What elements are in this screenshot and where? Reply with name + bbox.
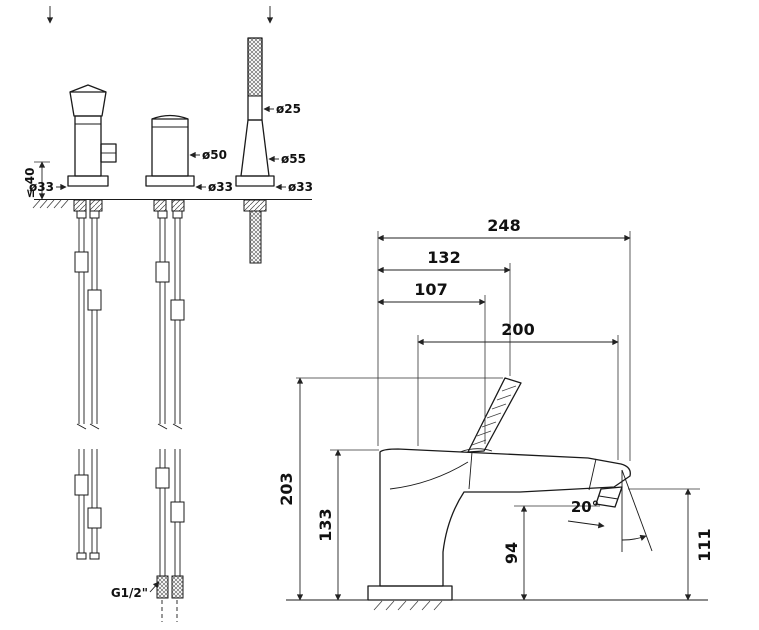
front-view: ≤ 40 (23, 6, 313, 622)
deck-thickness-label: ≤ 40 (23, 168, 37, 199)
dim-handle-reach: 132 (427, 248, 460, 267)
dim-tip-height: 111 (695, 528, 714, 561)
valve-base-dia-label: ø33 (29, 180, 54, 194)
deck-thickness-dimension: ≤ 40 (23, 161, 50, 200)
valve-fixture (67, 84, 117, 560)
handshower-dia-label: ø25 (276, 102, 301, 116)
faucet-handle (459, 377, 522, 453)
faucet-base (367, 585, 453, 601)
dim-total-height: 203 (277, 472, 296, 505)
dim-body-height: 133 (316, 508, 335, 541)
front-view-labels: ø33 ø33 ø33 ø50 ø25 ø55 (29, 102, 313, 194)
spout-angle-dimension: 20° (567, 469, 653, 552)
faucet-body (367, 448, 631, 601)
extension-lines (296, 231, 700, 507)
spout-supply-pipes (155, 210, 185, 622)
valve-supply-pipes (74, 210, 102, 560)
spout-fixture: G1/2" (111, 114, 195, 622)
handshower-base-dia-label: ø33 (288, 180, 313, 194)
spout-outlet (595, 486, 623, 508)
vertical-dimensions: 203 133 94 111 (277, 377, 714, 601)
thread-size-label: G1/2" (111, 586, 148, 600)
dim-spout-reach: 200 (501, 320, 534, 339)
handshower-holder-dia-label: ø55 (281, 152, 306, 166)
thread-leader-line (149, 581, 160, 593)
handshower-fixture (235, 37, 275, 264)
deck-hatch (373, 600, 443, 611)
spout-body-dia-label: ø50 (202, 148, 227, 162)
side-view: 248 132 107 200 203 133 94 111 20° (277, 216, 714, 611)
dim-handle-base-reach: 107 (414, 280, 447, 299)
spout-base-dia-label: ø33 (208, 180, 233, 194)
horizontal-dimensions: 248 132 107 200 (377, 216, 631, 346)
shower-hose (249, 210, 262, 264)
dim-spout-angle: 20° (571, 498, 599, 516)
dim-total-depth: 248 (487, 216, 520, 235)
deck-hatch (32, 199, 69, 209)
dim-outlet-height: 94 (502, 542, 521, 564)
